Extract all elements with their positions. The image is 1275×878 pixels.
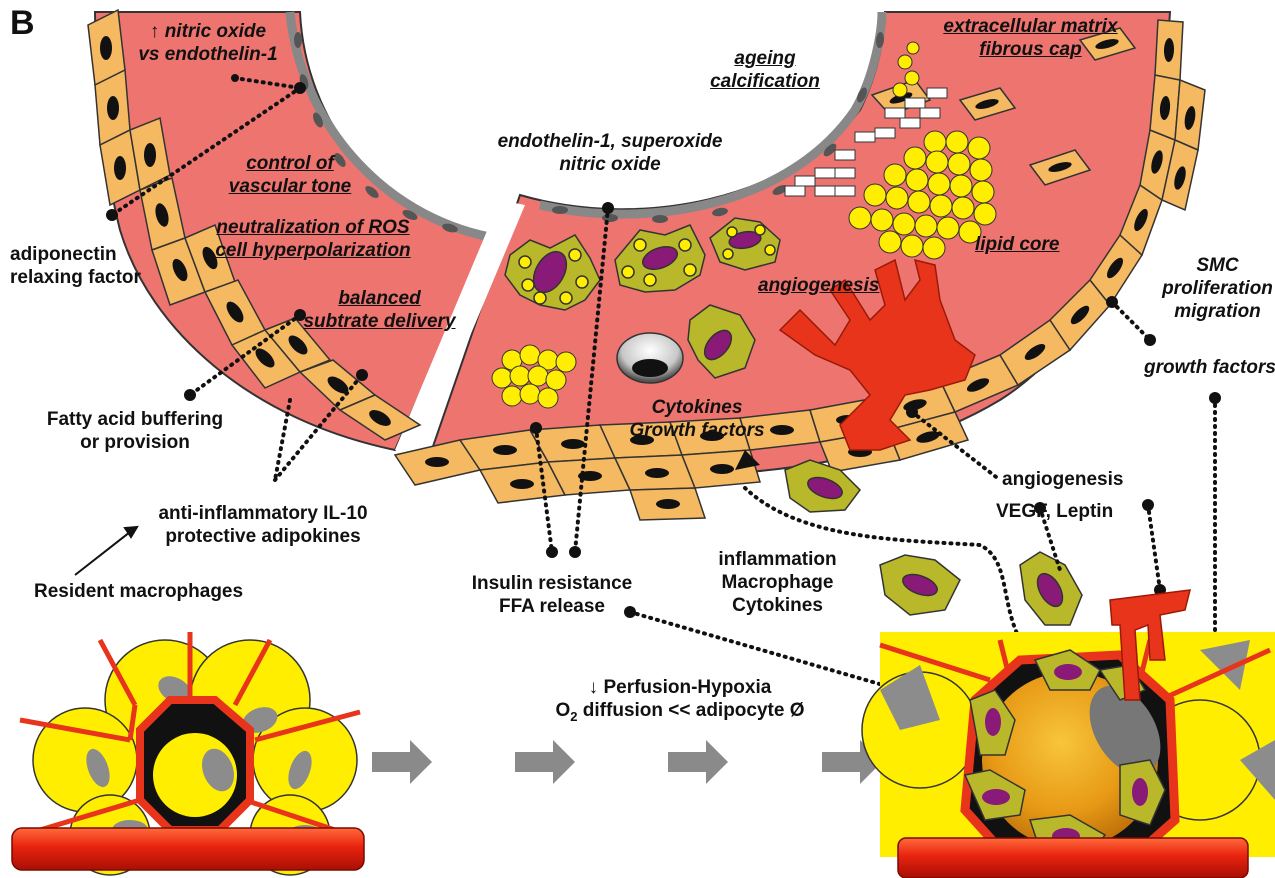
- nitric-oxide-line-2: vs endothelin-1: [118, 43, 298, 66]
- adiponectin-line-1: adiponectin: [10, 243, 141, 266]
- endothelin-label: endothelin-1, superoxide nitric oxide: [490, 130, 730, 176]
- macrophage-line: Macrophage: [690, 571, 865, 594]
- inflammation-line: inflammation: [690, 548, 865, 571]
- fatty-acid-label: Fatty acid buffering or provision: [30, 408, 240, 454]
- ros-line-2: cell hyperpolarization: [196, 239, 430, 262]
- angiogenesis-right-label: angiogenesis: [1002, 468, 1123, 491]
- o2-subscript: 2: [570, 709, 577, 724]
- vegf-leptin-label: VEGF, Leptin: [996, 500, 1113, 523]
- lipid-core-label: lipid core: [975, 233, 1059, 256]
- monocyte-cell: [617, 333, 683, 383]
- ageing-line: ageing: [690, 47, 840, 70]
- progression-arrows: [372, 740, 882, 784]
- ros-label: neutralization of ROS cell hyperpolariza…: [196, 216, 430, 262]
- smc-line-3: migration: [1160, 300, 1275, 323]
- il10-label: anti-inflammatory IL-10 protective adipo…: [138, 502, 388, 548]
- insulin-ffa-label: Insulin resistance FFA release: [456, 572, 648, 618]
- il10-line-1: anti-inflammatory IL-10: [138, 502, 388, 525]
- resident-arrow: [75, 527, 137, 575]
- ros-line-1: neutralization of ROS: [196, 216, 430, 239]
- endothelin-line-2: nitric oxide: [490, 153, 730, 176]
- smc-line-2: proliferation: [1160, 277, 1275, 300]
- adiponectin-label: adiponectin relaxing factor: [10, 243, 141, 289]
- ecm-label: extracellular matrix fibrous cap: [918, 15, 1143, 61]
- vascular-tone-line-2: vascular tone: [220, 175, 360, 198]
- substrate-delivery-line-1: balanced: [292, 287, 467, 310]
- fibrous-cap-line: fibrous cap: [918, 38, 1143, 61]
- hypoxia-label: ↓ Perfusion-Hypoxia O2 diffusion << adip…: [520, 676, 840, 728]
- growth-factors-center-line: Growth factors: [612, 419, 782, 442]
- calcification-line: calcification: [690, 70, 840, 93]
- ageing-label: ageing calcification: [690, 47, 840, 93]
- ecm-line: extracellular matrix: [918, 15, 1143, 38]
- adipose-healthy: [12, 632, 364, 875]
- perfusion-hypoxia-line: ↓ Perfusion-Hypoxia: [520, 676, 840, 699]
- smc-line-1: SMC: [1160, 254, 1275, 277]
- ffa-release-line: FFA release: [456, 595, 648, 618]
- adiponectin-line-2: relaxing factor: [10, 266, 141, 289]
- fatty-acid-line-1: Fatty acid buffering: [30, 408, 240, 431]
- cytokines-line: Cytokines: [612, 396, 782, 419]
- growth-factors-right-label: growth factors: [1144, 356, 1275, 379]
- o2-diffusion-line: O2 diffusion << adipocyte Ø: [520, 699, 840, 728]
- smc-label: SMC proliferation migration: [1160, 254, 1275, 323]
- vascular-tone-line-1: control of: [220, 152, 360, 175]
- adipose-hypertrophic: [862, 590, 1275, 878]
- resident-macrophages-label: Resident macrophages: [34, 580, 243, 603]
- il10-line-2: protective adipokines: [138, 525, 388, 548]
- o2-suffix: diffusion << adipocyte Ø: [578, 700, 805, 721]
- o2-prefix: O: [556, 700, 571, 721]
- substrate-delivery-label: balanced subtrate delivery: [292, 287, 467, 333]
- cytokines-line-2: Cytokines: [690, 594, 865, 617]
- cytokines-growth-label: Cytokines Growth factors: [612, 396, 782, 442]
- vascular-tone-label: control of vascular tone: [220, 152, 360, 198]
- insulin-resistance-line: Insulin resistance: [456, 572, 648, 595]
- endothelin-line-1: endothelin-1, superoxide: [490, 130, 730, 153]
- inflammation-label: inflammation Macrophage Cytokines: [690, 548, 865, 617]
- nitric-oxide-label: ↑ nitric oxide vs endothelin-1: [118, 20, 298, 66]
- nitric-oxide-line-1: ↑ nitric oxide: [118, 20, 298, 43]
- fatty-acid-line-2: or provision: [30, 431, 240, 454]
- angiogenesis-plaque-label: angiogenesis: [758, 274, 879, 297]
- panel-label: B: [10, 4, 35, 43]
- substrate-delivery-line-2: subtrate delivery: [292, 310, 467, 333]
